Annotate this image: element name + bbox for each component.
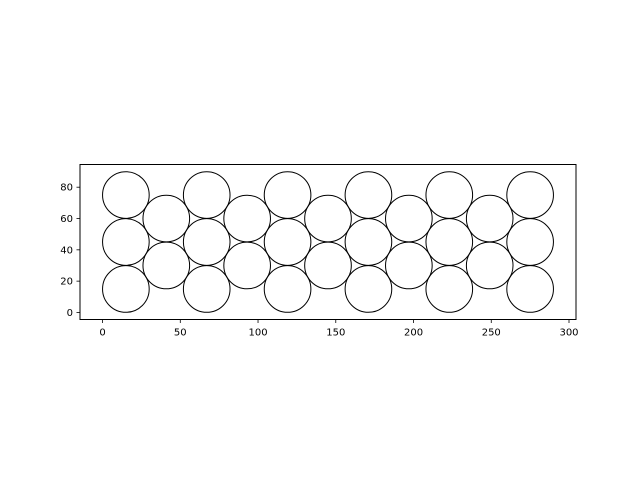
x-tick-label: 250 (482, 328, 501, 339)
data-point-circle (385, 194, 433, 243)
data-point-circle (465, 194, 514, 243)
data-point-circle (223, 194, 271, 243)
plot-frame (79, 164, 577, 320)
data-point-circle (506, 171, 554, 219)
y-tick-label: 80 (60, 183, 73, 194)
data-point-circle (344, 171, 393, 219)
x-tick-label: 100 (248, 328, 267, 339)
x-tick-label: 50 (174, 328, 187, 339)
x-axis-ticks: 0 50 100 150 200 250 300 (99, 319, 579, 339)
data-point-circle (102, 171, 150, 219)
y-axis-ticks: 0 20 40 60 80 (60, 183, 80, 319)
y-tick-label: 20 (60, 277, 73, 288)
y-tick-label: 60 (60, 214, 73, 225)
data-point-circle (425, 171, 474, 219)
x-tick-label: 300 (559, 328, 578, 339)
data-point-circle (304, 194, 352, 243)
data-point-circle (182, 171, 231, 219)
data-point-circle (142, 194, 191, 243)
x-tick-label: 0 (99, 328, 105, 339)
y-tick-label: 0 (67, 308, 73, 319)
x-tick-label: 150 (326, 328, 345, 339)
x-tick-label: 200 (404, 328, 423, 339)
circle-marks (102, 171, 554, 313)
y-tick-label: 40 (60, 245, 73, 256)
data-point-circle (263, 171, 312, 219)
